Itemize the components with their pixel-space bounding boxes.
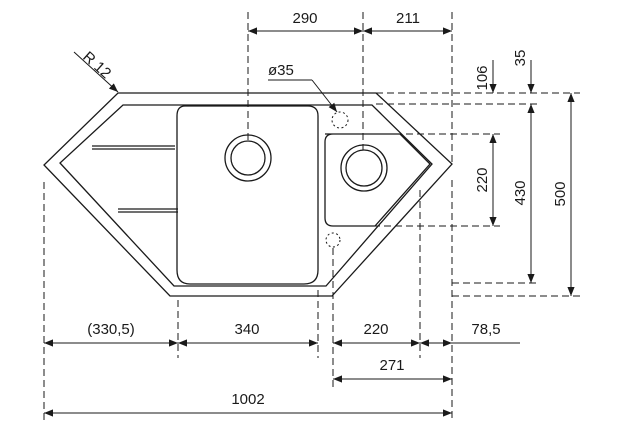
hole-label: ø35 <box>268 62 294 79</box>
dim-top-290: 290 <box>248 10 363 35</box>
tap-hole-bottom <box>325 232 341 248</box>
dim-right-35-label: 35 <box>512 50 529 67</box>
dim-right-500: 500 <box>552 93 575 296</box>
dim-bottom-78: 78,5 <box>420 321 520 347</box>
dim-bottom-78-label: 78,5 <box>471 321 500 338</box>
dim-right-220: 220 <box>474 167 491 192</box>
dim-bottom-1002-label: 1002 <box>231 391 264 408</box>
drainboard-grooves <box>92 145 178 213</box>
dim-bottom-271: 271 <box>333 357 452 383</box>
dim-right-430-label: 430 <box>512 180 529 205</box>
radius-leader: R 12 <box>73 48 119 93</box>
dim-top-211-label: 211 <box>396 10 420 27</box>
dim-bottom-330-label: (330,5) <box>87 321 135 338</box>
small-bowl <box>324 133 431 227</box>
radius-label: R 12 <box>79 48 114 82</box>
dim-bottom-220: 220 <box>333 321 420 347</box>
dim-bottom-340-label: 340 <box>234 321 259 338</box>
hole-leader: ø35 <box>268 62 338 113</box>
dim-right-430: 430 <box>512 104 535 283</box>
dim-bottom-330: (330,5) <box>44 321 178 347</box>
dim-right-220-label: 220 <box>474 167 491 192</box>
tap-hole-top <box>331 111 349 129</box>
dim-right-106-label: 106 <box>474 65 491 90</box>
extension-lines <box>43 12 580 420</box>
dim-top-290-label: 290 <box>292 10 317 27</box>
dim-bottom-340: 340 <box>178 321 318 347</box>
dim-bottom-220-label: 220 <box>363 321 388 338</box>
main-bowl <box>176 105 319 285</box>
dim-right-106: 106 <box>474 60 497 226</box>
dim-bottom-271-label: 271 <box>379 357 404 374</box>
dim-bottom-1002: 1002 <box>44 391 452 417</box>
dim-right-35: 35 <box>512 50 535 93</box>
dim-top-211: 211 <box>363 10 452 35</box>
dim-right-500-label: 500 <box>552 181 569 206</box>
